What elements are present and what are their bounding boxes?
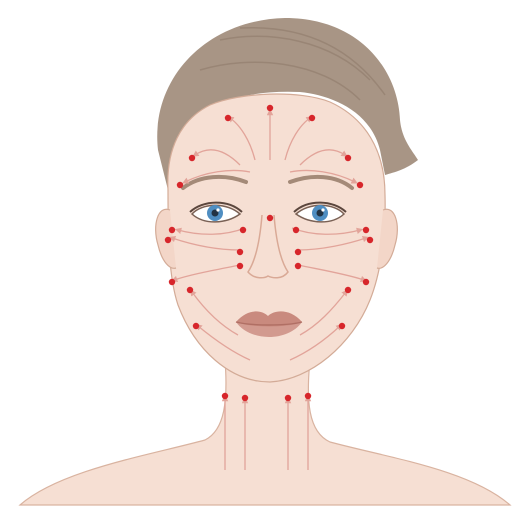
illustration-canvas — [0, 0, 528, 515]
face-massage-illustration — [0, 0, 528, 515]
